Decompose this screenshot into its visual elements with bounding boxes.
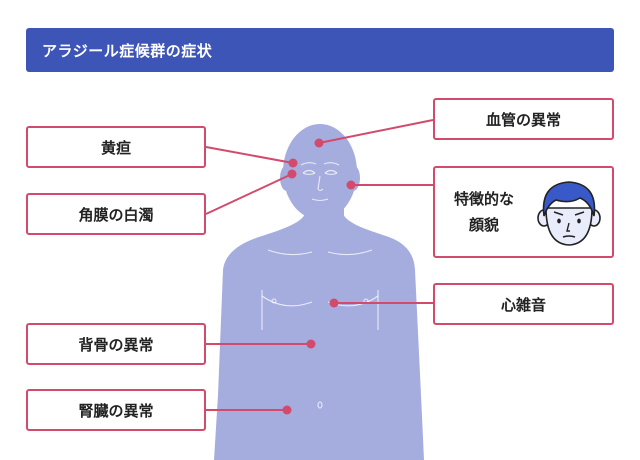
left-pec <box>261 295 313 307</box>
left-eye-lower <box>302 172 316 176</box>
face-right-brow <box>574 211 585 216</box>
label-kidney-abnormality: 腎臓の異常 <box>26 389 206 431</box>
left-eye-outline <box>302 169 316 174</box>
dot-cornea <box>287 169 297 179</box>
face-skin <box>545 207 593 246</box>
dot-jaundice <box>288 158 298 168</box>
right-eye-lower <box>324 172 338 176</box>
page-title: アラジール症候群の症状 <box>42 41 213 60</box>
left-clavicle <box>267 249 313 256</box>
line-jaundice <box>205 146 294 164</box>
torso <box>214 214 424 460</box>
label-characteristic-face: 特徴的な 顔貌 <box>433 166 614 258</box>
face-left-eye <box>557 218 561 224</box>
mouth <box>311 198 329 202</box>
head <box>283 124 357 220</box>
dot-face <box>346 180 356 190</box>
left-brow <box>300 162 317 166</box>
dot-murmur <box>329 298 339 308</box>
right-brow <box>323 162 340 166</box>
right-clavicle <box>327 249 373 256</box>
dot-vessel <box>314 138 324 148</box>
label-vessel-abnormality: 血管の異常 <box>433 98 614 140</box>
title-banner: アラジール症候群の症状 <box>26 28 614 72</box>
line-cornea <box>205 173 293 215</box>
face-right-eye <box>577 218 581 224</box>
nose <box>317 175 324 192</box>
label-spine-abnormality: 背骨の異常 <box>26 323 206 365</box>
dot-spine <box>306 339 316 349</box>
face-mouth <box>562 235 576 238</box>
label-heart-murmur: 心雑音 <box>433 283 614 325</box>
left-nipple <box>271 298 277 304</box>
label-jaundice: 黄疸 <box>26 126 206 168</box>
right-eye-outline <box>324 169 338 174</box>
marker-dots <box>282 138 356 415</box>
face-hair <box>542 181 596 217</box>
face-left-brow <box>553 211 564 216</box>
leader-lines <box>205 119 434 411</box>
face-nose <box>566 222 570 232</box>
line-vessel <box>318 119 434 144</box>
dot-kidney <box>282 405 292 415</box>
navel <box>317 401 323 409</box>
face-label-text: 特徴的な 顔貌 <box>453 190 514 234</box>
body-details <box>261 162 379 409</box>
label-corneal-opacity: 角膜の白濁 <box>26 193 206 235</box>
boy-face-icon <box>537 181 601 246</box>
